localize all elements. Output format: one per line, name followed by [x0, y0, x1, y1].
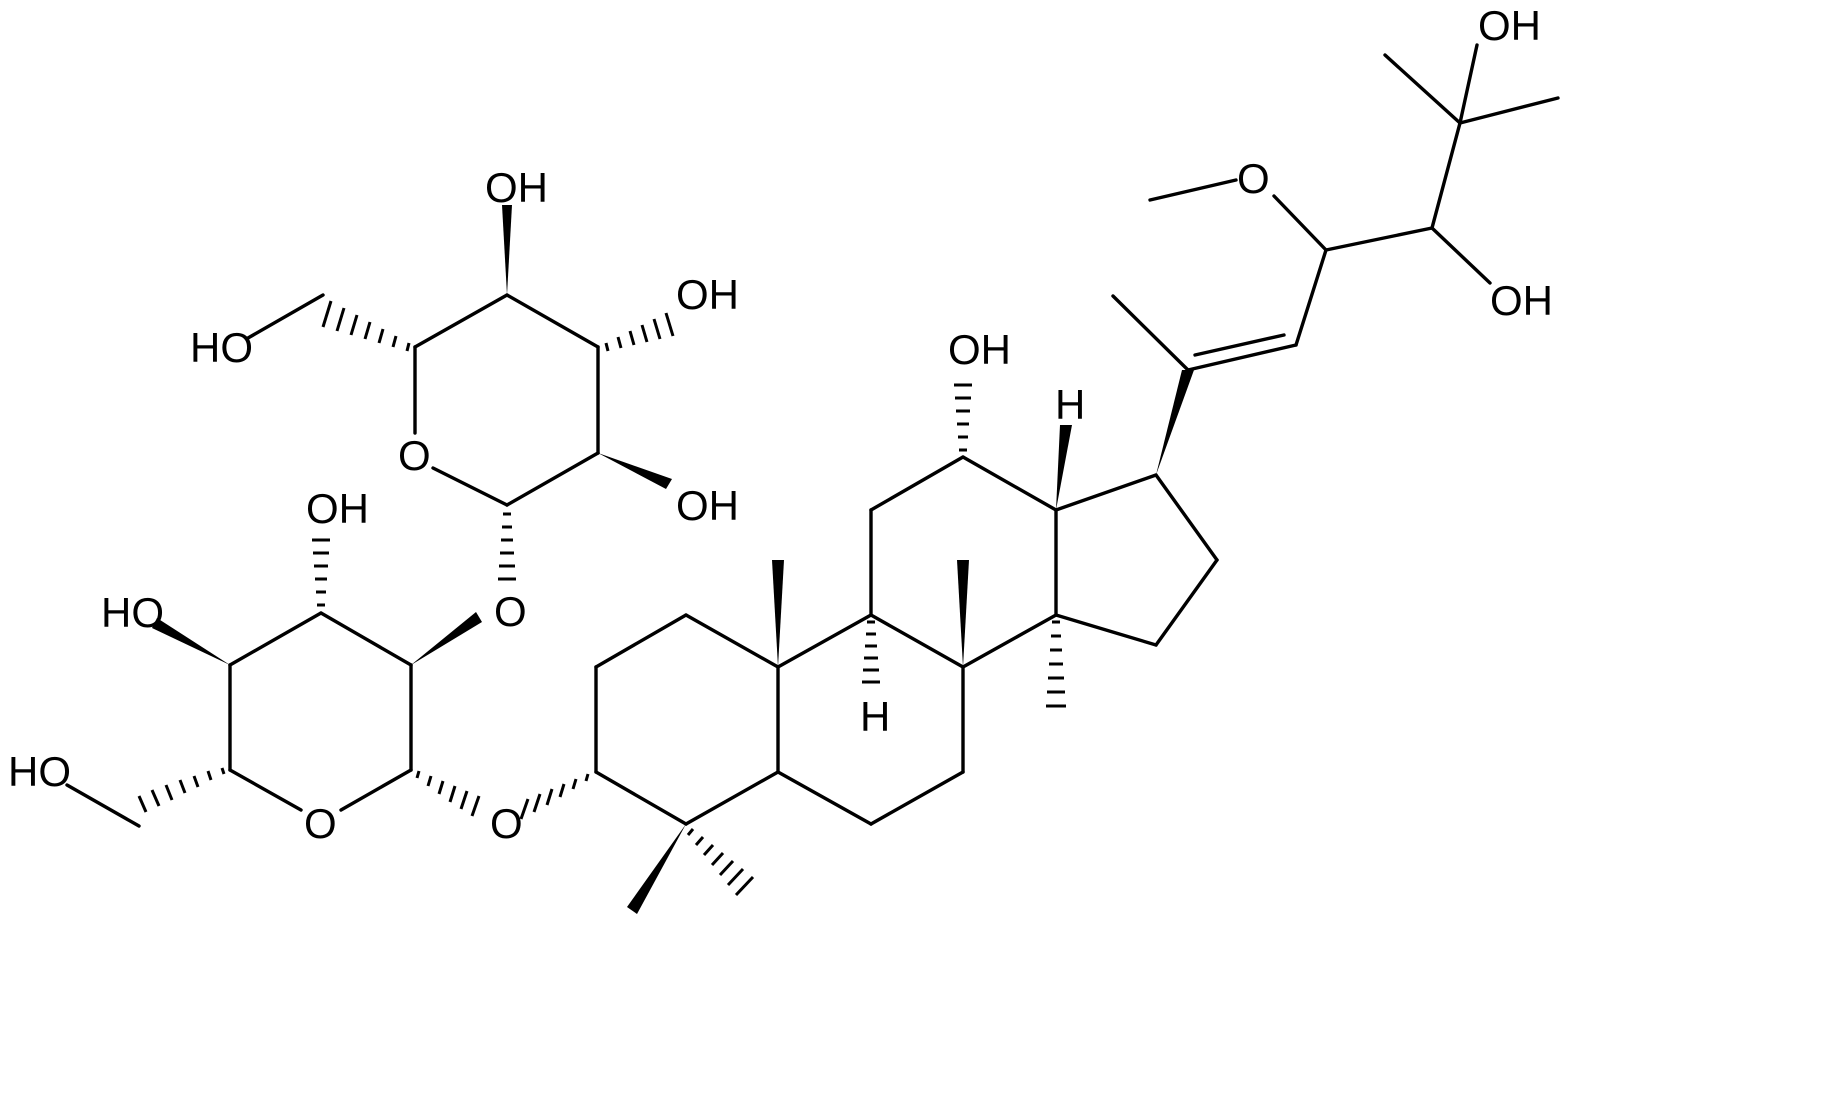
label-o-aglycone-c3: O — [490, 800, 523, 847]
label-ho-glc1-c4: HO — [101, 589, 164, 636]
label-oh-c25: OH — [1478, 2, 1541, 49]
bond — [961, 613, 1058, 669]
wedge-bond-c18-methyl — [957, 560, 969, 667]
bond — [319, 611, 413, 667]
bond — [505, 293, 600, 349]
bond — [594, 770, 688, 826]
bond — [1054, 473, 1158, 512]
wedge-bond-glc2-c2-oh — [598, 453, 672, 489]
bond — [1148, 178, 1238, 202]
bond — [505, 451, 600, 507]
bond — [228, 768, 303, 812]
wedge-bonds — [152, 205, 1194, 914]
hash-bond-c14-methyl — [1046, 620, 1066, 708]
bond — [246, 293, 325, 340]
hash-bond-glc1-c1-o — [415, 770, 481, 817]
label-o-glc2-ring: O — [398, 432, 431, 479]
label-oh-glc2-c3: OH — [676, 271, 739, 318]
double-bond — [1186, 343, 1298, 372]
label-h-c13: H — [1055, 381, 1085, 428]
label-oh-glc1-c3: OH — [306, 485, 369, 532]
label-o-methoxy: O — [1237, 155, 1270, 202]
bond — [1294, 248, 1328, 347]
bond — [1430, 226, 1492, 285]
double-bond-inner — [1193, 333, 1286, 357]
atom-labels: OH O OH OH H H OH OH HO O OH O OH HO HO … — [8, 2, 1553, 847]
hash-bond-glc2-c5-c6 — [321, 300, 411, 352]
bond — [776, 613, 873, 669]
label-oh-glc2-c2: OH — [676, 482, 739, 529]
hash-bond-c3-o — [519, 773, 590, 820]
plain-bonds — [65, 43, 1560, 828]
bond — [594, 613, 688, 669]
bond — [1430, 121, 1462, 230]
bond — [1458, 43, 1479, 125]
hash-bond-c9-h — [862, 620, 880, 684]
hashed-bonds — [137, 300, 1066, 897]
label-oh-c12: OH — [948, 326, 1011, 373]
bond — [961, 455, 1058, 512]
bond — [1154, 558, 1219, 647]
bond — [1383, 53, 1462, 125]
wedge-bond-c19-methyl — [772, 560, 784, 667]
bond — [869, 455, 965, 512]
hash-bond-glc1-c5-c6 — [137, 767, 226, 813]
bond — [684, 770, 780, 826]
bond — [869, 770, 965, 826]
wedge-bond-glc1-c4-oh — [152, 618, 230, 665]
label-o-glc1-ring: O — [304, 800, 337, 847]
label-ho-glc2-c6: HO — [190, 324, 253, 371]
wedge-bond-glc2-c4-oh — [502, 205, 512, 295]
label-oh-c24: OH — [1490, 277, 1553, 324]
hash-bond-glc2-c3-oh — [604, 312, 675, 352]
bond — [1154, 473, 1219, 562]
bond — [1458, 96, 1560, 125]
bond — [1324, 226, 1434, 252]
wedge-bond-glc1-c2-o — [411, 612, 482, 665]
bond — [1272, 194, 1328, 252]
bond — [684, 613, 780, 669]
hash-bond-c4-methyl — [686, 828, 755, 897]
wedge-bond-h13 — [1056, 425, 1072, 510]
bond — [339, 768, 413, 812]
bond — [1111, 294, 1190, 372]
bond — [869, 613, 965, 669]
bond — [228, 611, 323, 667]
hash-bond-glc1-c3-oh — [312, 538, 330, 607]
bond — [431, 466, 509, 507]
label-h-c9: H — [860, 693, 890, 740]
wedge-bond-c4-methyl — [627, 824, 686, 914]
bond — [1054, 613, 1158, 647]
wedge-bond-c17-sidechain — [1156, 370, 1194, 475]
bond — [65, 783, 141, 828]
bond — [776, 770, 873, 826]
label-o-glycosidic-12: O — [494, 588, 527, 635]
label-oh-glc2-c4: OH — [485, 164, 548, 211]
hash-bond-c12-oh — [954, 383, 972, 452]
bond — [413, 293, 509, 349]
hash-bond-glc2-c1-o — [498, 512, 516, 581]
label-ho-glc1-c6: HO — [8, 748, 71, 795]
